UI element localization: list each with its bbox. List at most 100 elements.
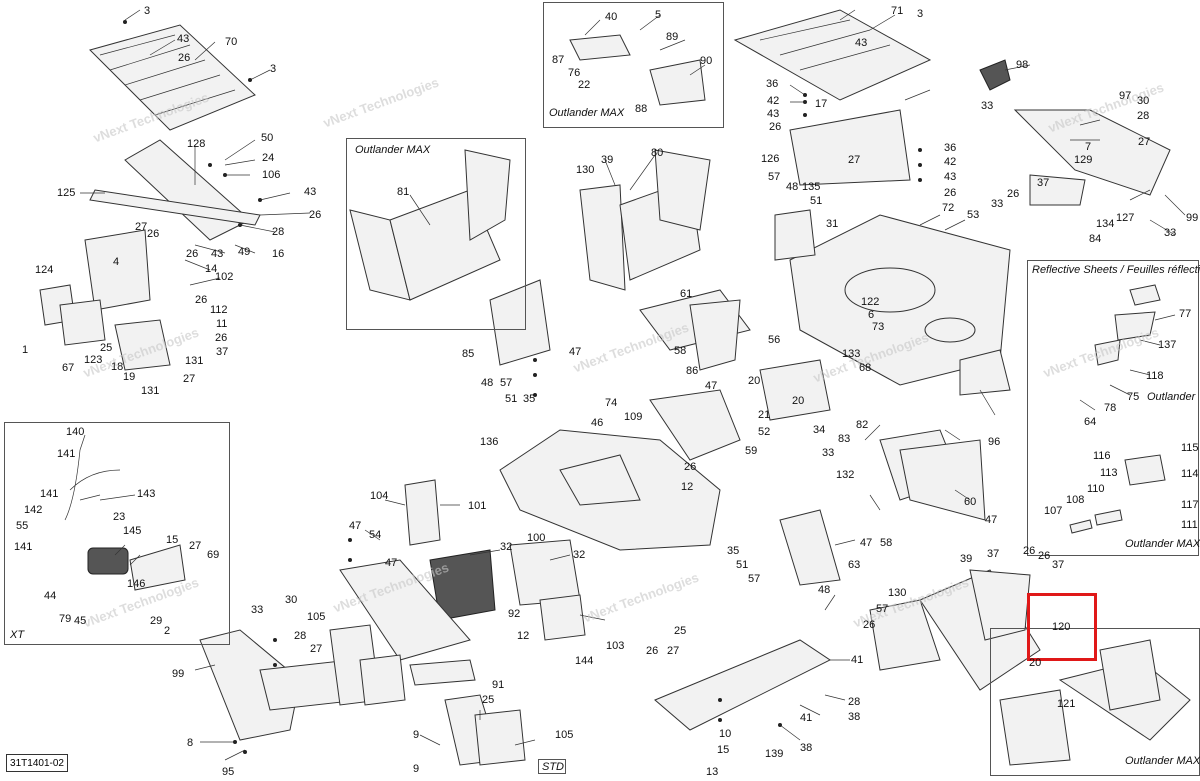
part-number: 111 xyxy=(1181,519,1198,531)
part-number: 43 xyxy=(944,171,957,183)
part-number: 115 xyxy=(1181,442,1199,454)
part-number: 21 xyxy=(758,409,771,421)
part-number: 34 xyxy=(813,424,826,436)
part-number: 131 xyxy=(141,385,160,397)
part-number: 22 xyxy=(578,79,591,91)
part-number: 88 xyxy=(635,103,648,115)
part-number: 43 xyxy=(211,248,224,260)
part-number: 132 xyxy=(836,469,855,481)
part-number: 23 xyxy=(113,511,126,523)
part-number: 36 xyxy=(766,78,779,90)
part-number: 96 xyxy=(988,436,1001,448)
part-number: 141 xyxy=(14,541,33,553)
fastener-dots xyxy=(123,20,922,754)
part-number: 6 xyxy=(868,309,875,321)
part-number: 84 xyxy=(1089,233,1102,245)
part-number: 9 xyxy=(413,763,420,775)
part-number: 47 xyxy=(385,557,398,569)
part-number: 69 xyxy=(207,549,220,561)
reflective-outlander-max-label: Outlander MAX xyxy=(1125,538,1200,550)
part-number: 36 xyxy=(944,142,957,154)
part-number: 30 xyxy=(1137,95,1150,107)
part-number: 107 xyxy=(1044,505,1063,517)
part-number: 12 xyxy=(517,630,530,642)
part-number: 100 xyxy=(527,532,546,544)
part-number: 108 xyxy=(1066,494,1085,506)
part-number: 144 xyxy=(575,655,594,667)
part-number: 78 xyxy=(1104,402,1117,414)
bottom-right-footrest xyxy=(869,569,1191,766)
highlight-box xyxy=(1027,593,1097,661)
part-number: 116 xyxy=(1093,450,1111,462)
part-number: 52 xyxy=(758,426,771,438)
part-number: 25 xyxy=(100,342,113,354)
part-number: 140 xyxy=(66,426,85,438)
part-number: 20 xyxy=(792,395,805,407)
box-std-title: STD xyxy=(542,761,564,773)
max-left-footrest xyxy=(349,149,511,301)
part-number: 37 xyxy=(1037,177,1050,189)
part-number: 27 xyxy=(667,645,680,657)
part-number: 68 xyxy=(859,362,872,374)
part-number: 103 xyxy=(606,640,625,652)
part-number: 33 xyxy=(991,198,1004,210)
part-number: 27 xyxy=(183,373,196,385)
part-number: 26 xyxy=(215,332,228,344)
part-number: 38 xyxy=(848,711,861,723)
box-xt xyxy=(4,422,230,645)
part-number: 47 xyxy=(705,380,718,392)
part-number: 127 xyxy=(1116,212,1135,224)
part-number: 50 xyxy=(261,132,274,144)
part-number: 41 xyxy=(851,654,864,666)
part-number: 57 xyxy=(748,573,761,585)
part-number: 41 xyxy=(800,712,813,724)
part-number: 16 xyxy=(272,248,285,260)
front-right-fender xyxy=(649,349,1011,586)
part-number: 20 xyxy=(1029,657,1042,669)
part-number: 126 xyxy=(761,153,780,165)
part-number: 53 xyxy=(967,209,980,221)
box-std xyxy=(538,759,566,774)
part-number: 125 xyxy=(57,187,76,199)
part-number: 17 xyxy=(815,98,828,110)
part-number: 26 xyxy=(186,248,199,260)
part-number: 47 xyxy=(985,514,998,526)
part-number: 136 xyxy=(480,436,499,448)
front-fender xyxy=(499,429,721,551)
part-number: 56 xyxy=(768,334,781,346)
part-number: 47 xyxy=(860,537,873,549)
part-number: 135 xyxy=(802,181,821,193)
part-number: 43 xyxy=(177,33,190,45)
part-number: 54 xyxy=(369,529,382,541)
center-footrest xyxy=(579,149,711,291)
part-number: 57 xyxy=(876,603,889,615)
box-outlander-max-left-title: Outlander MAX xyxy=(355,144,431,156)
box-outlander-max-top-title: Outlander MAX xyxy=(549,107,625,119)
part-number: 112 xyxy=(210,304,228,316)
part-number: 133 xyxy=(842,348,861,360)
part-number: 70 xyxy=(225,36,238,48)
part-number: 89 xyxy=(666,31,679,43)
part-number: 129 xyxy=(1074,154,1093,166)
part-number: 26 xyxy=(147,228,160,240)
part-number: 19 xyxy=(123,371,136,383)
part-number: 26 xyxy=(309,209,322,221)
part-number: 26 xyxy=(1007,188,1020,200)
part-number: 26 xyxy=(1023,545,1036,557)
box-outlander-max-top xyxy=(543,2,724,128)
part-number: 26 xyxy=(684,461,697,473)
part-number: 106 xyxy=(262,169,281,181)
part-number: 101 xyxy=(468,500,487,512)
part-number: 28 xyxy=(848,696,861,708)
part-number: 25 xyxy=(482,694,495,706)
part-number: 12 xyxy=(681,481,694,493)
part-number: 47 xyxy=(569,346,582,358)
part-number: 37 xyxy=(216,346,229,358)
part-number: 57 xyxy=(500,377,513,389)
part-number: 39 xyxy=(601,154,614,166)
part-number: 49 xyxy=(238,246,251,258)
part-number: 44 xyxy=(44,590,57,602)
box-reflective-sheets xyxy=(1027,260,1199,556)
part-number: 71 xyxy=(891,5,904,17)
